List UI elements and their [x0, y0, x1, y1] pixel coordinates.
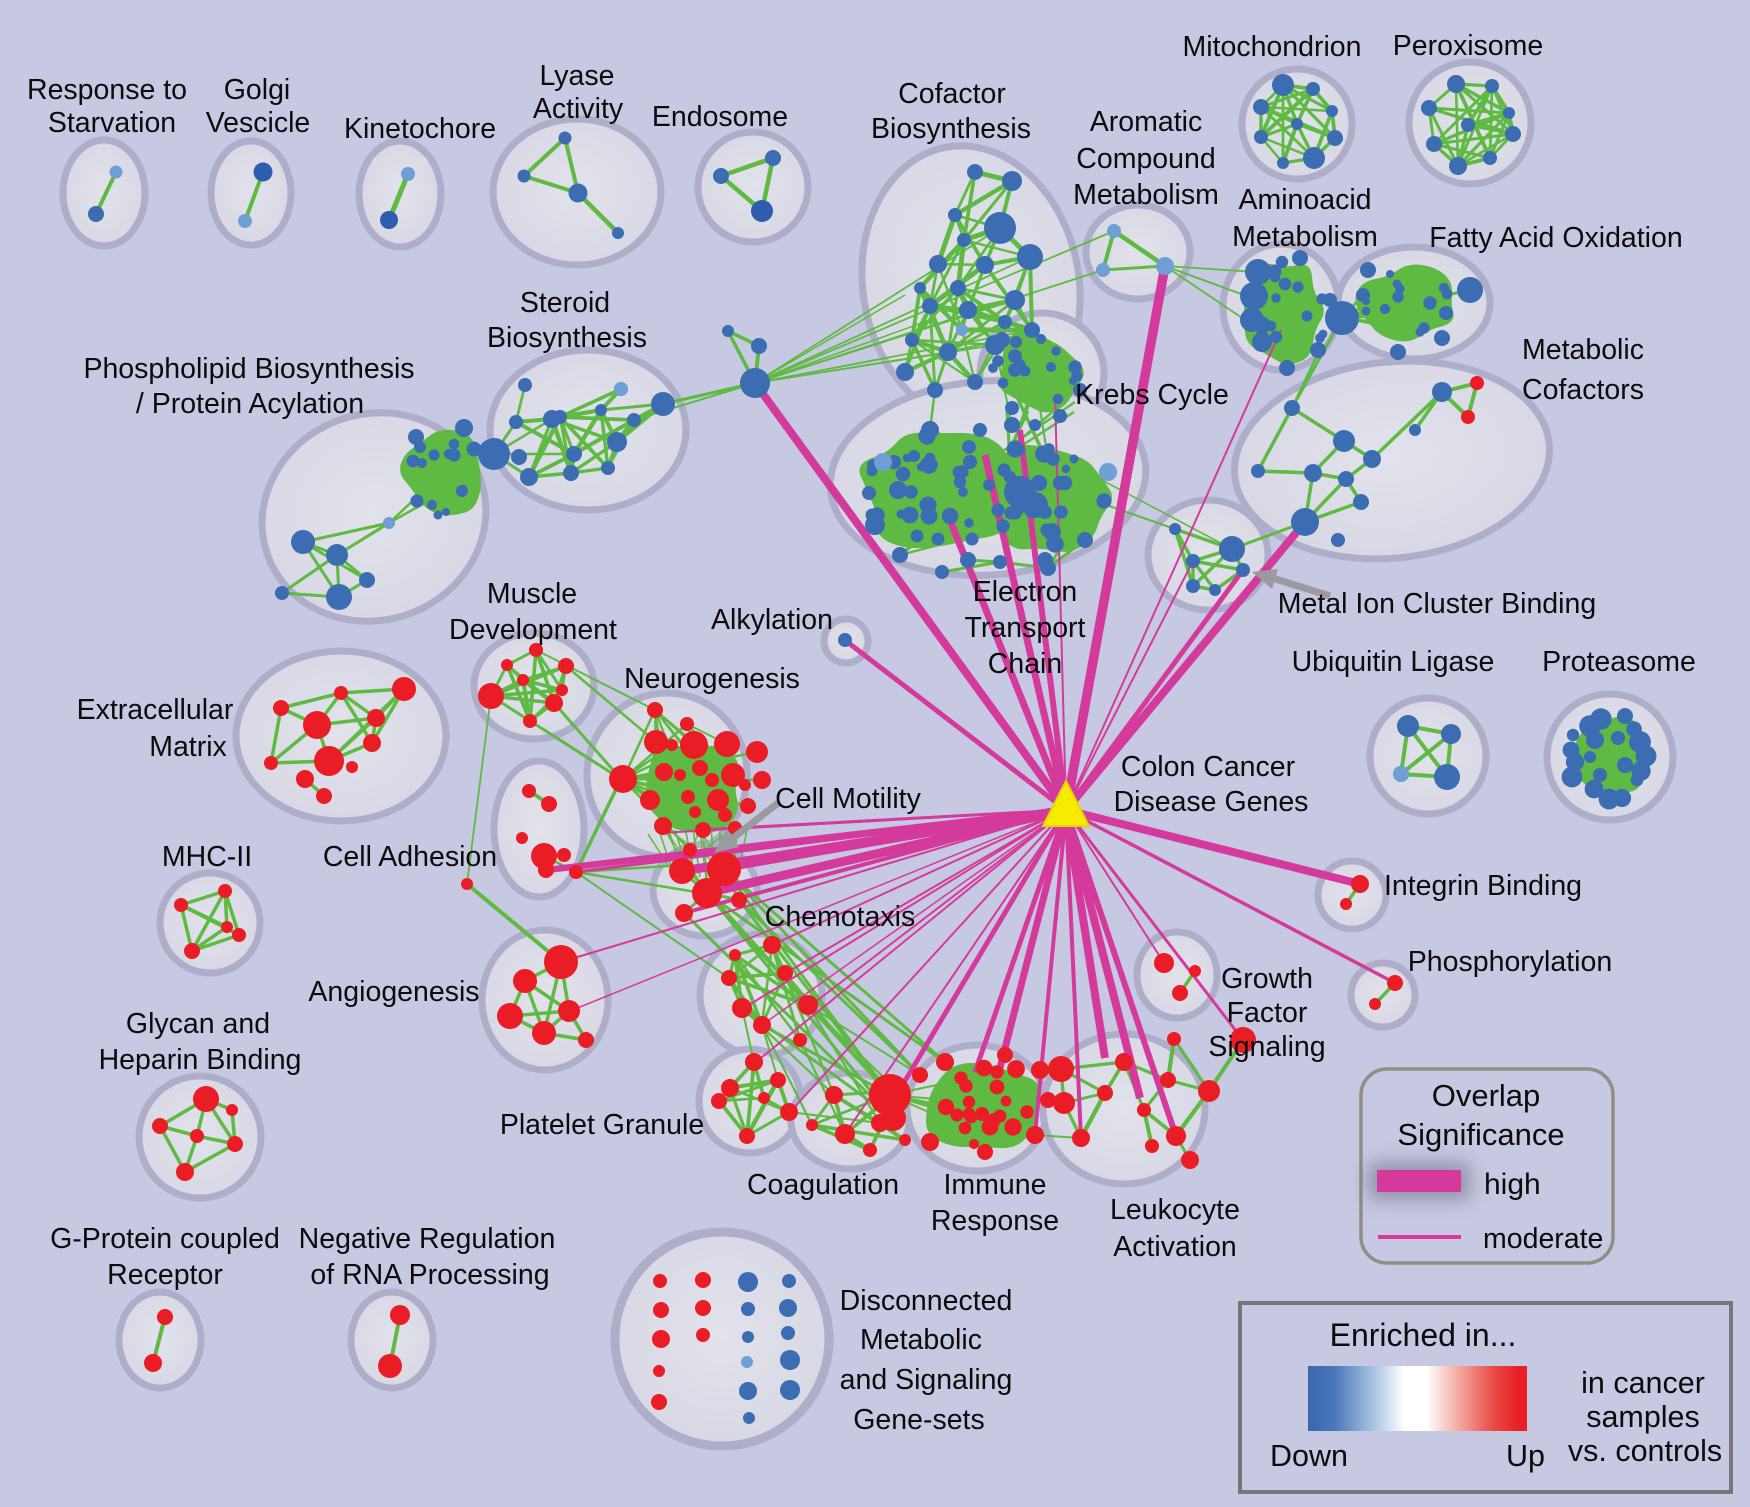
svg-text:Development: Development: [449, 614, 617, 646]
svg-text:/ Protein Acylation: / Protein Acylation: [136, 388, 364, 420]
svg-text:Phosphorylation: Phosphorylation: [1408, 946, 1612, 978]
svg-text:Cofactors: Cofactors: [1522, 374, 1644, 406]
svg-text:Negative Regulation: Negative Regulation: [299, 1223, 556, 1255]
svg-text:Activation: Activation: [1113, 1231, 1237, 1263]
svg-text:Matrix: Matrix: [149, 731, 227, 763]
svg-text:Leukocyte: Leukocyte: [1110, 1194, 1240, 1226]
svg-text:Endosome: Endosome: [652, 101, 788, 133]
svg-text:Lyase: Lyase: [540, 60, 615, 92]
svg-text:Proteasome: Proteasome: [1542, 646, 1696, 678]
svg-text:MHC-II: MHC-II: [162, 841, 252, 873]
svg-text:Disconnected: Disconnected: [840, 1285, 1013, 1317]
svg-text:Metal Ion Cluster Binding: Metal Ion Cluster Binding: [1278, 588, 1596, 620]
svg-text:Fatty Acid Oxidation: Fatty Acid Oxidation: [1429, 222, 1682, 254]
svg-text:Glycan and: Glycan and: [126, 1008, 270, 1040]
svg-text:Kinetochore: Kinetochore: [344, 113, 496, 145]
svg-text:Electron: Electron: [973, 576, 1078, 608]
svg-text:Alkylation: Alkylation: [711, 604, 833, 636]
svg-text:Aminoacid: Aminoacid: [1238, 184, 1371, 216]
svg-text:vs. controls: vs. controls: [1568, 1434, 1722, 1468]
svg-text:Biosynthesis: Biosynthesis: [871, 113, 1031, 145]
svg-text:high: high: [1484, 1168, 1541, 1201]
svg-text:Transport: Transport: [965, 612, 1086, 644]
svg-text:Starvation: Starvation: [48, 107, 176, 139]
svg-text:Ubiquitin Ligase: Ubiquitin Ligase: [1292, 646, 1495, 678]
svg-text:in cancer: in cancer: [1581, 1366, 1705, 1400]
svg-text:Metabolism: Metabolism: [1073, 179, 1219, 211]
svg-text:G-Protein coupled: G-Protein coupled: [50, 1223, 280, 1255]
svg-text:Neurogenesis: Neurogenesis: [624, 663, 800, 695]
svg-text:Response to: Response to: [27, 74, 187, 106]
svg-text:Peroxisome: Peroxisome: [1393, 30, 1543, 62]
svg-text:Significance: Significance: [1397, 1117, 1564, 1152]
svg-text:and Signaling: and Signaling: [840, 1364, 1013, 1396]
svg-text:Extracellular: Extracellular: [77, 694, 234, 726]
svg-text:Platelet Granule: Platelet Granule: [500, 1109, 704, 1141]
svg-text:Chain: Chain: [988, 648, 1062, 680]
svg-text:Heparin Binding: Heparin Binding: [99, 1044, 302, 1076]
svg-text:Mitochondrion: Mitochondrion: [1182, 31, 1361, 63]
svg-text:Signaling: Signaling: [1208, 1031, 1325, 1063]
svg-text:Activity: Activity: [533, 93, 624, 125]
svg-text:Colon Cancer: Colon Cancer: [1121, 751, 1296, 783]
svg-text:Disease Genes: Disease Genes: [1114, 786, 1309, 818]
svg-text:Chemotaxis: Chemotaxis: [765, 901, 915, 933]
svg-text:Gene-sets: Gene-sets: [853, 1404, 984, 1436]
svg-text:Factor: Factor: [1227, 997, 1308, 1029]
svg-text:Down: Down: [1270, 1439, 1348, 1473]
svg-text:Krebs Cycle: Krebs Cycle: [1075, 379, 1229, 411]
svg-text:Compound: Compound: [1076, 143, 1215, 175]
svg-text:Immune: Immune: [944, 1169, 1047, 1201]
svg-text:Metabolic: Metabolic: [860, 1324, 982, 1356]
svg-text:Coagulation: Coagulation: [747, 1169, 899, 1201]
svg-text:Enriched in...: Enriched in...: [1330, 1317, 1517, 1353]
svg-text:Overlap: Overlap: [1432, 1078, 1541, 1113]
svg-text:of RNA Processing: of RNA Processing: [310, 1259, 549, 1291]
svg-text:Vescicle: Vescicle: [206, 107, 311, 139]
svg-text:Phospholipid Biosynthesis: Phospholipid Biosynthesis: [83, 353, 414, 385]
svg-text:Golgi: Golgi: [224, 74, 291, 106]
svg-text:Response: Response: [931, 1205, 1059, 1237]
svg-text:Aromatic: Aromatic: [1090, 106, 1202, 138]
svg-text:Growth: Growth: [1221, 963, 1313, 995]
svg-text:Metabolism: Metabolism: [1232, 221, 1378, 253]
svg-text:Cell Motility: Cell Motility: [775, 783, 921, 815]
svg-text:Receptor: Receptor: [107, 1259, 223, 1291]
svg-text:Metabolic: Metabolic: [1522, 334, 1644, 366]
svg-text:Up: Up: [1506, 1439, 1545, 1473]
svg-text:Steroid: Steroid: [520, 287, 610, 319]
svg-text:Biosynthesis: Biosynthesis: [487, 322, 647, 354]
svg-text:Angiogenesis: Angiogenesis: [308, 976, 479, 1008]
svg-text:Cofactor: Cofactor: [898, 78, 1006, 110]
svg-text:moderate: moderate: [1483, 1223, 1603, 1255]
svg-text:Integrin Binding: Integrin Binding: [1384, 870, 1582, 902]
svg-text:samples: samples: [1586, 1400, 1700, 1434]
svg-text:Cell Adhesion: Cell Adhesion: [323, 841, 497, 873]
svg-text:Muscle: Muscle: [487, 578, 577, 610]
